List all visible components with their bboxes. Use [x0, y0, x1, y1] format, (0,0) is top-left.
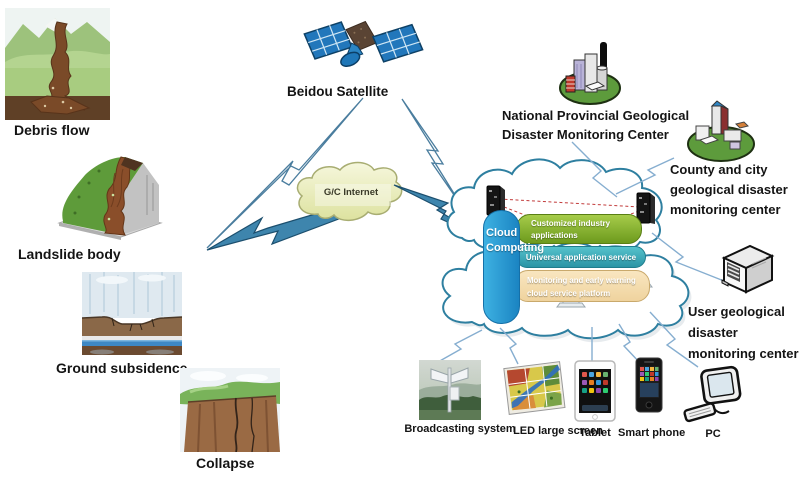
gc-internet-label: G/C Internet: [323, 187, 379, 198]
label-line: User geological: [688, 304, 785, 319]
link-county-line: [615, 157, 675, 195]
led-large-screen-image: [503, 361, 566, 415]
county-center-label: County and city geological disaster moni…: [670, 160, 788, 220]
label-line: National Provincial Geological: [502, 108, 690, 123]
collapse-image: [180, 368, 280, 452]
user-center-label: User geological disaster monitoring cent…: [688, 301, 799, 364]
gc-internet-cloud: [296, 161, 403, 221]
national-center-icon: [559, 42, 621, 105]
link-phone-line: [618, 323, 642, 365]
service-pill-customized: Customized industry applications: [516, 214, 642, 244]
label-line: monitoring center: [670, 202, 781, 217]
pc-label: PC: [705, 428, 721, 440]
server-link-dashed: [498, 198, 641, 208]
tablet-label: Tablet: [579, 427, 611, 439]
beidou-satellite-icon: [303, 20, 424, 67]
link-national-line: [571, 141, 618, 198]
server-node-icon: [486, 185, 505, 216]
smartphone-icon: [635, 357, 663, 413]
broadcasting-system-image: [419, 360, 481, 420]
server-node-icon: [636, 192, 655, 224]
smart-phone-label: Smart phone: [618, 427, 686, 439]
collapse-label: Collapse: [196, 455, 255, 471]
label-line: County and city: [670, 162, 768, 177]
link-pc-line: [649, 311, 699, 368]
label-line: disaster: [688, 325, 738, 340]
beidou-satellite-label: Beidou Satellite: [287, 84, 389, 99]
ground-subsidence-label: Ground subsidence: [56, 360, 188, 376]
county-center-icon: [687, 100, 755, 162]
tablet-icon: [574, 360, 616, 422]
landslide-body-label: Landslide body: [18, 246, 121, 262]
debris-flow-label: Debris flow: [14, 122, 90, 138]
gc-internet-band: [315, 184, 391, 206]
user-center-icon: [721, 244, 775, 294]
label-line: Disaster Monitoring Center: [502, 127, 669, 142]
cloud-computing-capsule: [483, 210, 520, 324]
national-center-label: National Provincial Geological Disaster …: [502, 106, 689, 144]
pc-icon: [683, 365, 742, 423]
link-user-line: [651, 232, 725, 282]
debris-flow-image: [5, 8, 110, 120]
led-large-screen-label: LED large screen: [513, 425, 603, 437]
broadcasting-system-label: Broadcasting system: [404, 423, 516, 435]
landslide-body-image: [57, 156, 163, 240]
label-line: monitoring center: [688, 346, 799, 361]
link-led-line: [499, 327, 519, 365]
lightning-bolt-icon: [206, 97, 364, 249]
ground-subsidence-image: [82, 272, 182, 355]
cloud-computing-label: Cloud Computing: [486, 227, 545, 254]
label-line: geological disaster: [670, 182, 788, 197]
link-broadcast-line: [437, 329, 483, 363]
service-pill-monitoring: Monitoring and early warning cloud servi…: [514, 270, 650, 302]
